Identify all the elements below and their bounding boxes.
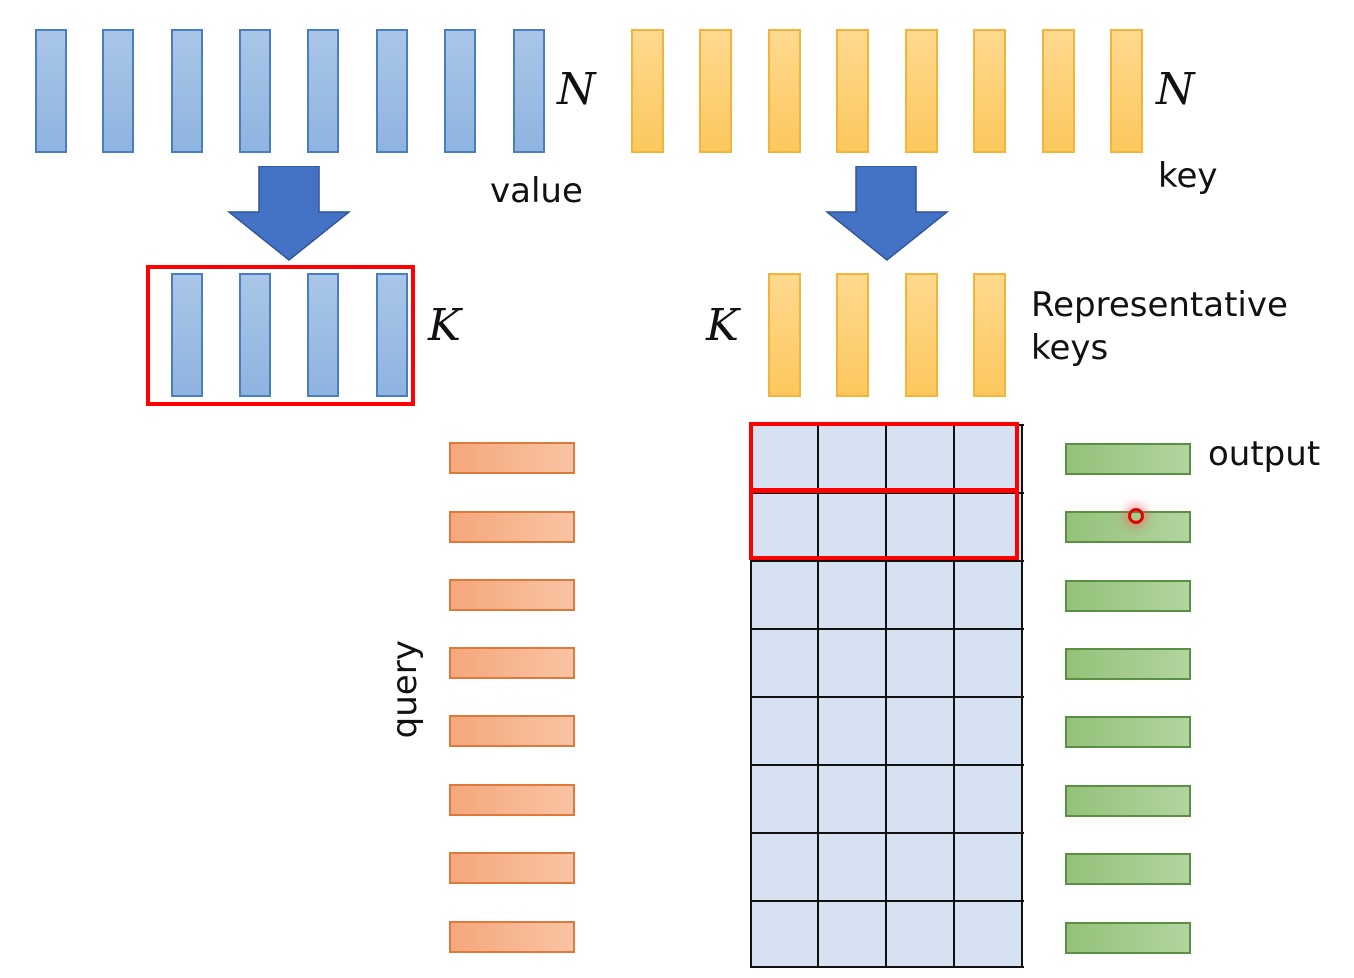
value-vector [513,29,545,153]
reduced-value-vector [171,273,203,397]
down-arrow-icon [227,166,351,261]
highlighted-row-1 [749,422,1019,493]
output-vector [1065,580,1191,612]
representative-keys-label: Representative keys [1031,284,1288,369]
query-vector [449,579,575,611]
pointer-cursor-icon [1128,508,1144,524]
value-vector [307,29,339,153]
value-label: value [490,171,583,211]
representative-keys-label-line2: keys [1031,327,1109,368]
grid-line [750,696,1024,698]
output-vector [1065,716,1191,748]
reduced-value-vector [307,273,339,397]
value-vector [171,29,203,153]
selected-values-highlight [146,265,415,406]
highlighted-row-2 [749,488,1019,560]
query-vector [449,852,575,884]
grid-line [750,832,1024,834]
down-arrow-icon [825,166,949,261]
grid-line [750,900,1024,902]
reduced-value-vector [239,273,271,397]
key-vector [699,29,732,153]
grid-line [750,966,1024,968]
grid-line [750,764,1024,766]
attention-matrix [750,424,1024,968]
key-n-label: N [1156,64,1195,115]
query-vector [449,647,575,679]
key-vector [905,29,938,153]
representative-key-vector [768,273,801,397]
query-label: query [384,640,425,739]
key-label: key [1158,156,1218,196]
output-vector [1065,922,1191,954]
value-vector [35,29,67,153]
query-vector [449,511,575,543]
grid-line [750,628,1024,630]
representative-key-vector [905,273,938,397]
value-k-label: K [428,300,461,351]
value-vector [444,29,476,153]
output-vector [1065,648,1191,680]
query-vector [449,715,575,747]
key-vector [768,29,801,153]
query-vector [449,921,575,953]
value-vector [102,29,134,153]
output-vector [1065,785,1191,817]
output-vector [1065,443,1191,475]
output-vector [1065,853,1191,885]
key-k-label: K [706,300,739,351]
query-vector [449,784,575,816]
key-vector [836,29,869,153]
grid-line [750,560,1024,562]
reduced-value-vector [376,273,408,397]
value-vector [376,29,408,153]
representative-key-vector [973,273,1006,397]
query-vector [449,442,575,474]
value-vector [239,29,271,153]
representative-key-vector [836,273,869,397]
representative-keys-label-line1: Representative [1031,285,1288,325]
value-n-label: N [557,64,596,115]
key-vector [1042,29,1075,153]
key-vector [631,29,664,153]
output-label: output [1208,434,1321,474]
grid-line [750,492,1024,494]
key-vector [973,29,1006,153]
key-vector [1110,29,1143,153]
